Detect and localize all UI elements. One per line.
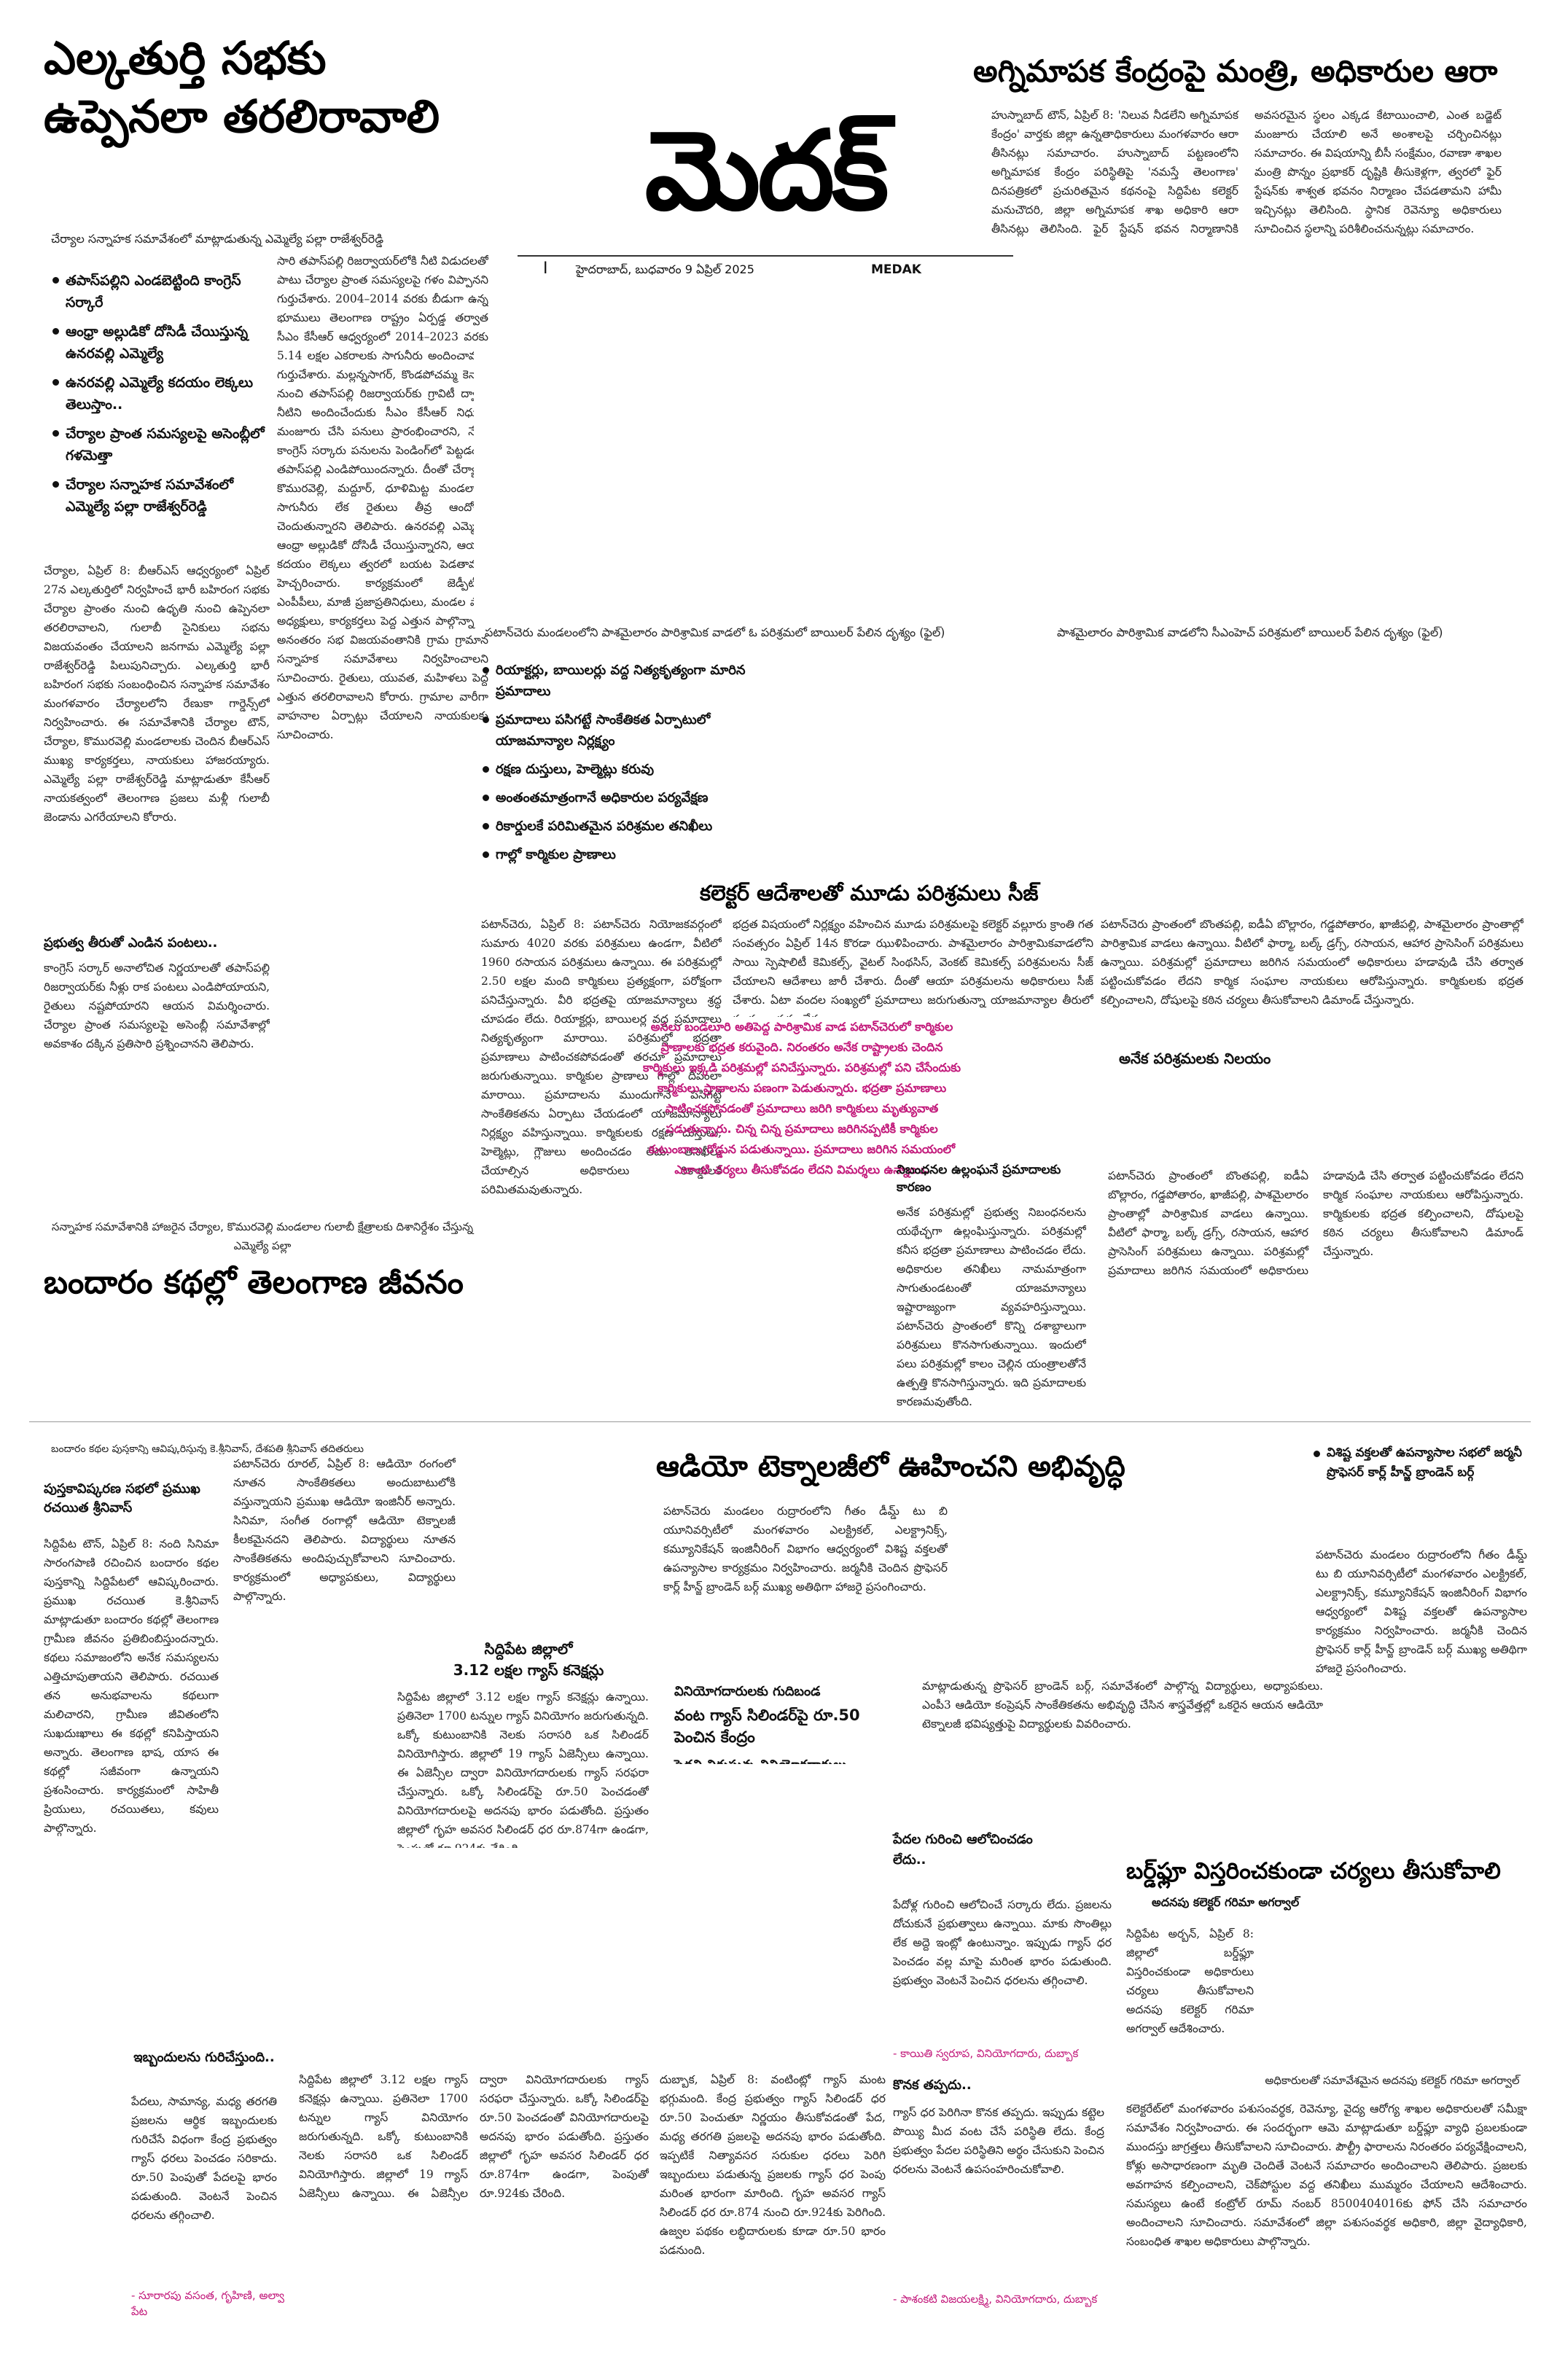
photo-placeholder <box>44 1454 467 1513</box>
consumer-headline: వంట గ్యాస్ సిలిండర్‌పై రూ.50 పెంచిన కేంద… <box>674 1706 860 1746</box>
ellakurthi-highlights: తపాస్‌పల్లిని ఎండబెట్టింది కాంగ్రెస్ సర్… <box>51 270 270 525</box>
factory-body-col3: అనేక పరిశ్రమల్లో ప్రభుత్వ నిబంధనలను యథేచ… <box>897 1206 1086 1408</box>
highlight-item: ఉనరవల్లి ఎమ్మెల్యే కదయం లెక్కలు తెలుస్తా… <box>51 372 270 415</box>
photo-placeholder <box>660 1764 878 2063</box>
audio-side-subhead: విశిష్ట వక్తలతో ఉపన్యాసాల సభలో జర్మనీ ప్… <box>1312 1443 1531 1490</box>
factory-photo-caption-left: పటాన్‌చెరు మండలంలోని పాశమైలారం పారిశ్రామ… <box>485 625 945 639</box>
birdflu-kicker: అదనపు కలెక్టర్ గరిమా అగర్వాల్ <box>1152 1895 1300 1909</box>
audio-technology-headline: ఆడియో టెక్నాలజీలో ఊహించని అభివృద్ధి <box>656 1450 1125 1483</box>
factory-subhead-1: నిబంధనల ఉల్లంఘనే ప్రమాదాలకు కారణం <box>897 1163 1061 1195</box>
story-ellakurthi-headline: ఎల్కతుర్తి సభకు ఉప్పెనలా తరలిరావాలి <box>44 29 525 146</box>
section-divider <box>29 1421 1531 1422</box>
birdflu-body: కలెక్టరేట్‌లో మంగళవారం పశుసంవర్థక, రెవెన… <box>1126 2102 1527 2248</box>
ellakurthi-body-right: సారి తపాస్‌పల్లి రిజర్వాయర్‌లోకి నీటి వి… <box>277 254 488 741</box>
birdflu-body-left: సిద్దిపేట అర్బన్, ఏప్రిల్ 8: జిల్లాలో బర… <box>1126 1927 1254 2035</box>
consumer-kicker: వినియోగదారులకు గుదిబండ <box>674 1684 821 1699</box>
consumer-headline-block: వినియోగదారులకు గుదిబండ వంట గ్యాస్ సిలిండ… <box>674 1684 878 1776</box>
highlight-item: ప్రమాదాలు పసిగట్టే సాంకేతికత ఏర్పాటులో య… <box>481 709 787 752</box>
headline-line-2: ఉప్పెనలా తరలిరావాలి <box>44 90 440 143</box>
gas-connections-body: సిద్దిపేట జిల్లాలో 3.12 లక్షల గ్యాస్ కనె… <box>397 1690 649 1848</box>
highlight-item: గాల్లో కార్మికుల ప్రాణాలు <box>481 844 787 865</box>
pedala-body: పేదోళ్ల గురించి ఆలోచించే సర్కారు లేదు. ప… <box>893 1898 1112 1987</box>
fire-station-body: హుస్నాబాద్ టౌన్, ఏప్రిల్ 8: 'నిలువ నీడలే… <box>991 109 1502 235</box>
audio-body-col2: మాట్లాడుతున్న ప్రొఫెసర్ బ్రాండెన్ బర్గ్,… <box>922 1679 1323 1731</box>
factory-highlights: రియాక్టర్లు, బాయిలర్లు వద్ద నిత్యకృత్యంగ… <box>481 660 787 873</box>
photo-placeholder <box>44 160 569 233</box>
highlight-item: ఆంధ్రా అల్లుడికో దోసిడీ చేయిస్తున్న ఉనరవ… <box>51 321 270 364</box>
factory-headline: కలెక్టర్ ఆదేశాలతో మూడు పరిశ్రమలు సీజ్ <box>700 881 1039 905</box>
audio-body-col1: పటాన్‌చెరు మండలం రుద్రారంలోని గీతం డీమ్డ… <box>663 1505 948 1593</box>
photo-placeholder <box>44 1115 481 1217</box>
factory-body-col4: పటాన్‌చెరు ప్రాంతంలో బొంతపల్లి, ఐడీఏ బొల… <box>1101 918 1523 1007</box>
ellakurthi-body-left: చేర్యాల, ఏప్రిల్ 8: బీఆర్ఎస్ ఆధ్వర్యంలో … <box>44 564 270 824</box>
audio-body-col3: పటాన్‌చెరు మండలం రుద్రారంలోని గీతం డీమ్డ… <box>1316 1548 1527 1675</box>
birdflu-photo-caption: అధికారులతో సమావేశమైన అదనపు కలెక్టర్ గరిమ… <box>1265 2074 1520 2087</box>
highlight-item: అంతంతమాత్రంగానే అధికారుల పర్యవేక్షణ <box>481 787 787 808</box>
dateline: హైదరాబాద్, బుధవారం 9 ఏప్రిల్ 2025 <box>576 262 754 276</box>
konaka-byline: - పాశంకటి విజయలక్ష్మి, వినియోగదారు, దుబ్… <box>893 2293 1098 2306</box>
ellakurthi-subhead: ప్రభుత్వ తీరుతో ఎండిన పంటలు.. <box>44 935 218 951</box>
book-launch-kicker: బందారం కథల పుస్తకాన్ని ఆవిష్కరిస్తున్న క… <box>51 1443 364 1455</box>
book-launch-body: సిద్దిపేట టౌన్, ఏప్రిల్ 8: నంది సినిమా స… <box>44 1537 219 1835</box>
audio-side-subhead-text: విశిష్ట వక్తలతో ఉపన్యాసాల సభలో జర్మనీ ప్… <box>1312 1443 1531 1483</box>
factory-pull-quote: అసలు బండలూరి అతిపెద్ద పారిశ్రామిక వాడ పట… <box>642 1020 961 1177</box>
edition-label: MEDAK <box>871 262 921 277</box>
gas-bottom-body: దుబ్బాక, ఏప్రిల్ 8: వంటింట్లో గ్యాస్ మంట… <box>660 2073 886 2257</box>
meeting-photo-caption: సన్నాహక సమావేశానికి హాజరైన చేర్యాల, కొము… <box>51 1220 474 1252</box>
pedala-byline: - కాయితి స్వరూప, వినియోగదారు, దుబ్బాక <box>893 2047 1079 2060</box>
photo-placeholder <box>802 649 1516 867</box>
factory-body-col2: భద్రత విషయంలో నిర్లక్ష్యం వహించిన మూడు ప… <box>733 918 1093 1017</box>
highlight-item: తపాస్‌పల్లిని ఎండబెట్టింది కాంగ్రెస్ సర్… <box>51 270 270 313</box>
highlight-item: చేర్యాల సన్నాహక సమావేశంలో ఎమ్మెల్యే పల్ల… <box>51 474 270 518</box>
factory-photo-caption-right: పాశమైలారం పారిశ్రామిక వాడలోని సీఎంహెచ్ ప… <box>1057 625 1443 639</box>
photo-caption-mla: చేర్యాల సన్నాహక సమావేశంలో మాట్లాడుతున్న … <box>51 232 384 246</box>
masthead-rule <box>518 255 1013 257</box>
photo-placeholder <box>955 1502 1516 1669</box>
factory-subhead-2: అనేక పరిశ్రమలకు నిలయం <box>1119 1050 1271 1067</box>
highlight-item: రికార్డులకే పరిమితమైన పరిశ్రమల తనిఖీలు <box>481 816 787 837</box>
page-number: I <box>543 260 548 278</box>
photo-placeholder <box>1265 1921 1527 2074</box>
gas-subhead: సిద్దిపేట జిల్లాలో 3.12 లక్షల గ్యాస్ కనె… <box>408 1640 649 1682</box>
gas-bottom-body-2: సిద్దిపేట జిల్లాలో 3.12 లక్షల గ్యాస్ కనె… <box>299 2073 649 2200</box>
factory-body-col5: పటాన్‌చెరు ప్రాంతంలో బొంతపల్లి, ఐడీఏ బొల… <box>1108 1169 1523 1277</box>
gas-subhead-line2: 3.12 లక్షల గ్యాస్ కనెక్షన్లు <box>453 1661 604 1679</box>
pedala-subhead: పేదల గురించి ఆలోచించడం లేదు.. <box>893 1832 1033 1868</box>
factory-photos-placeholder <box>474 350 1523 627</box>
ellakurthi-body-left-2: కాంగ్రెస్ సర్కార్ అనాలోచిత నిర్ణయాలతో తప… <box>44 961 270 1050</box>
highlight-item: చేర్యాల ప్రాంత సమస్యలపై అసెంబ్లీలో గళమెత… <box>51 423 270 467</box>
masthead-title: మెదక్ <box>644 108 889 235</box>
box-byline: - సూరారపు వసంత, గృహిణి, అల్వా పేట <box>131 2289 285 2318</box>
box-body: పేదలు, సామాన్య, మధ్య తరగతి ప్రజలను ఆర్థి… <box>131 2095 277 2222</box>
book-launch-subhead: పుస్తకావిష్కరణ సభలో ప్రముఖ రచయిత శ్రీనివ… <box>44 1481 200 1515</box>
bandaram-headline: బందారం కథల్లో తెలంగాణ జీవనం <box>44 1264 464 1301</box>
konaka-subhead: కొనక తప్పదు.. <box>893 2077 972 2093</box>
konaka-body: గ్యాస్ ధర పెరిగినా కొనక తప్పదు. ఇప్పుడు … <box>893 2106 1104 2176</box>
box-subhead: ఇబ్బందులను గురిచేస్తుంది.. <box>133 2050 275 2065</box>
birdflu-headline: బర్డ్‌ఫ్లూ విస్తరించకుండా చర్యలు తీసుకోవ… <box>1126 1858 1501 1884</box>
pustakam-body-cont: పటాన్‌చెరు రూరల్, ఏప్రిల్ 8: ఆడియో రంగంల… <box>233 1457 456 1603</box>
highlight-item: రియాక్టర్లు, బాయిలర్లు వద్ద నిత్యకృత్యంగ… <box>481 660 787 702</box>
fire-station-headline: అగ్నిమాపక కేంద్రంపై మంత్రి, అధికారుల ఆరా <box>973 53 1498 89</box>
factory-body-col1: పటాన్‌చెరు, ఏప్రిల్ 8: పటాన్‌చెరు నియోజక… <box>481 918 722 1196</box>
highlight-item: రక్షణ దుస్తులు, హెల్మెట్లు కరువు <box>481 759 787 780</box>
headline-line-1: ఎల్కతుర్తి సభకు <box>44 31 327 85</box>
gas-subhead-line1: సిద్దిపేట జిల్లాలో <box>484 1640 573 1658</box>
